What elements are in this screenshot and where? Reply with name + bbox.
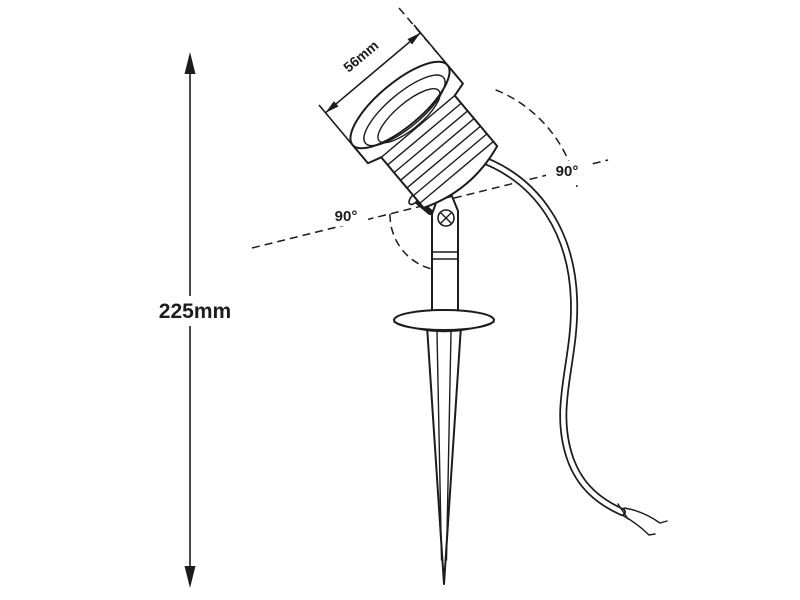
tilt-angle-right-label: 90° (556, 163, 579, 180)
arrowhead-up (184, 52, 196, 74)
power-cable (474, 154, 668, 536)
arrowhead-down (184, 566, 196, 588)
pivot-screw (437, 209, 455, 227)
lamp-head (349, 60, 499, 209)
heat-sink-fins (380, 94, 494, 204)
height-label: 225mm (159, 300, 231, 323)
rotation-arc-small (389, 213, 437, 271)
tilt-angle-labels: 90° 90° (324, 161, 588, 226)
arrowhead-lower-left (325, 101, 339, 113)
ground-flange (393, 309, 495, 333)
cable-stripped-wires (617, 503, 668, 536)
height-dimension: 225mm (150, 52, 240, 588)
diameter-label: 56mm (340, 37, 381, 75)
lamp-lens-inner (377, 88, 441, 144)
rotation-arc-large (495, 89, 578, 188)
tilt-angle-left-label: 90° (335, 208, 358, 225)
lamp-lens-outer (363, 74, 446, 147)
ground-spike (426, 325, 462, 585)
arrowhead-upper-right (407, 32, 421, 45)
lamp-body-silhouette (351, 64, 499, 209)
